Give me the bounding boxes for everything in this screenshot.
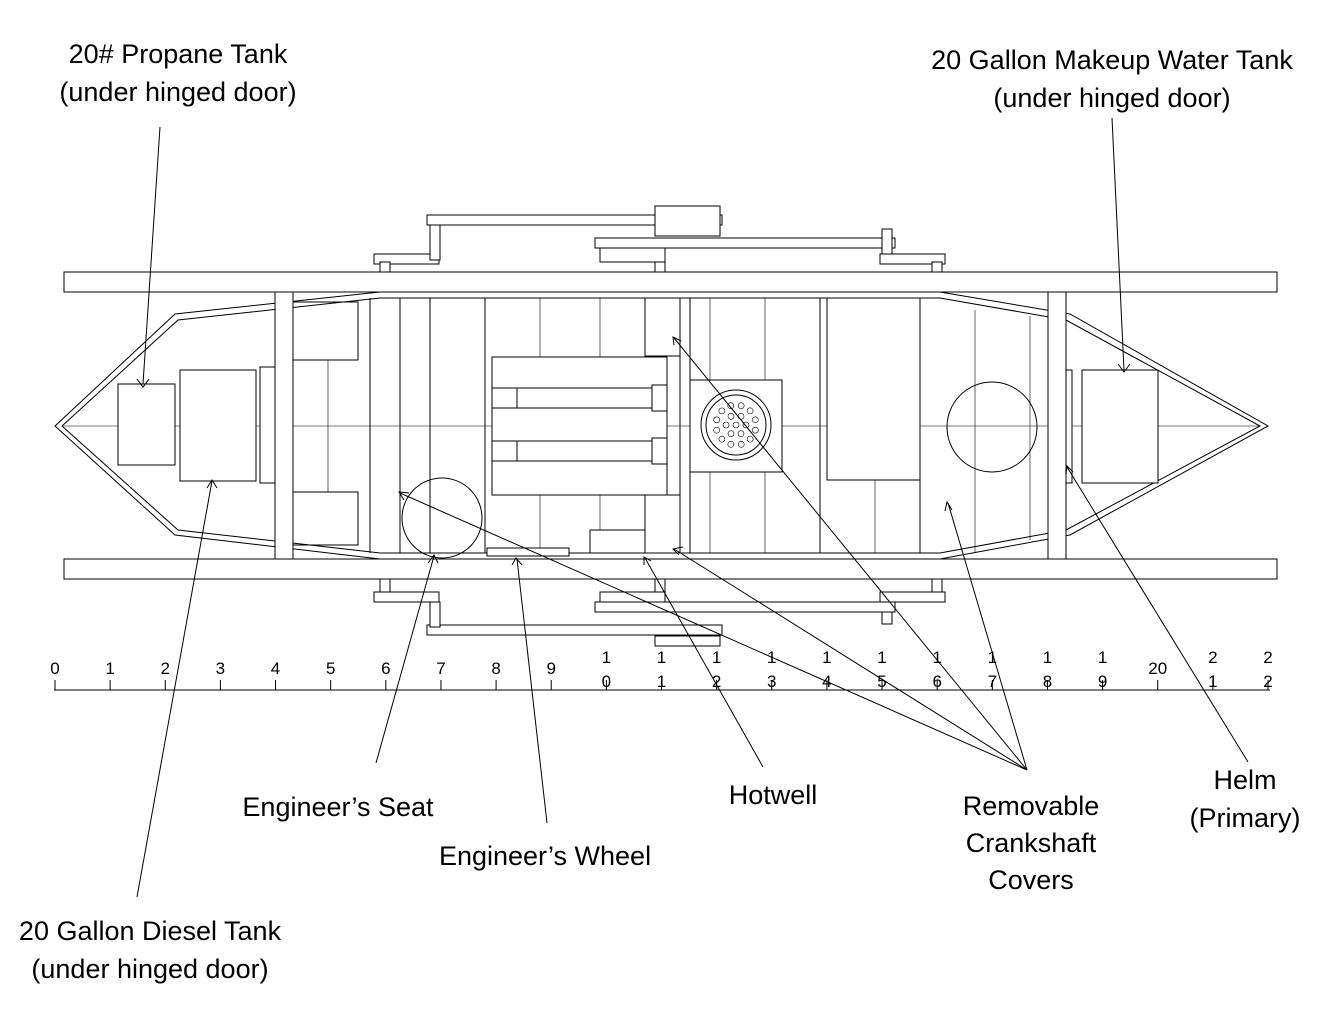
helm-label-line2: (Primary) (1190, 803, 1301, 833)
water-tank-label-line1: 20 Gallon Makeup Water Tank (931, 45, 1293, 75)
outrigger-beams (63, 271, 1278, 580)
scale-tick-label: 6 (381, 659, 390, 678)
scale-tick-label: 1 (932, 648, 941, 667)
boiler-tube (742, 421, 750, 429)
leader-lines (136, 117, 1249, 898)
boiler-tube (737, 441, 745, 448)
boiler-tube (746, 407, 754, 415)
paddlewheel-linkage-top (373, 205, 946, 273)
scale-tick-label: 8 (491, 659, 500, 678)
scale-tick-label: 0 (50, 659, 59, 678)
scale-tick-label: 2 (1263, 672, 1272, 691)
scale-tick-label: 8 (1043, 672, 1052, 691)
scale-tick-label: 9 (546, 659, 555, 678)
scale-tick-label: 20 (1148, 659, 1167, 678)
scale-tick-label: 1 (657, 648, 666, 667)
boiler-tube (713, 416, 720, 424)
boiler-tube (722, 421, 730, 429)
scale-tick-label: 9 (1098, 672, 1107, 691)
scale-tick-label: 7 (436, 659, 445, 678)
water-tank-label-line2: (under hinged door) (993, 83, 1230, 113)
paddlewheel-linkage-bottom (373, 578, 946, 647)
scale-tick-label: 1 (602, 648, 611, 667)
scale-tick-label: 5 (877, 672, 886, 691)
scale-tick-label: 5 (326, 659, 335, 678)
scale-tick-label: 1 (1208, 672, 1217, 691)
scale-tick-label: 1 (1098, 648, 1107, 667)
boiler-tube (737, 430, 745, 437)
boiler-tube (752, 426, 759, 434)
scale-tick-label: 4 (271, 659, 280, 678)
scale-tick-label: 3 (216, 659, 225, 678)
scale-tick-label: 1 (988, 648, 997, 667)
scale-tick-label: 2 (1263, 648, 1272, 667)
scale-tick-label: 6 (932, 672, 941, 691)
crankshaft-covers-label-line2: Crankshaft (966, 828, 1097, 858)
boiler-tube (713, 426, 720, 434)
boiler-tube (727, 413, 735, 420)
scale-tick-label: 1 (822, 648, 831, 667)
crankshaft-covers-label-line3: Covers (988, 865, 1074, 895)
boiler-tube (727, 441, 735, 448)
boiler-tube (752, 416, 759, 424)
propane-tank-label-line1: 20# Propane Tank (69, 39, 288, 69)
scale-tick-label: 1 (657, 672, 666, 691)
diesel-tank-label-line2: (under hinged door) (31, 954, 268, 984)
propane-tank-label-line2: (under hinged door) (59, 77, 296, 107)
hotwell-label: Hotwell (729, 780, 818, 810)
boiler-tube (727, 430, 735, 437)
boiler-tube (732, 421, 740, 429)
scale-tick-label: 7 (988, 672, 997, 691)
crankshaft-covers-label-line1: Removable (963, 791, 1100, 821)
aft-compartments (826, 297, 1159, 484)
scale-tick-label: 2 (712, 672, 721, 691)
boiler-tube (718, 407, 726, 415)
engineers-wheel-label: Engineer’s Wheel (439, 841, 651, 871)
scale-tick-label: 0 (602, 672, 611, 691)
scale-tick-label: 1 (877, 648, 886, 667)
scale-tick-label: 1 (712, 648, 721, 667)
helm-label-line1: Helm (1213, 765, 1276, 795)
scale-tick-label: 1 (105, 659, 114, 678)
scale-tick-label: 2 (1208, 648, 1217, 667)
boiler-tube (746, 435, 754, 443)
boiler-tube (737, 402, 745, 409)
scale-tick-label: 1 (1043, 648, 1052, 667)
engine (486, 297, 681, 557)
boiler-tube (718, 435, 726, 443)
boiler-tube (727, 402, 735, 409)
engineers-seat-label: Engineer’s Seat (242, 792, 434, 822)
engineers-seat (401, 477, 483, 559)
forward-compartments (117, 301, 359, 546)
scale-tick-label: 3 (767, 672, 776, 691)
scale-tick-label: 2 (161, 659, 170, 678)
diesel-tank-label-line1: 20 Gallon Diesel Tank (19, 916, 282, 946)
boiler (689, 379, 783, 473)
